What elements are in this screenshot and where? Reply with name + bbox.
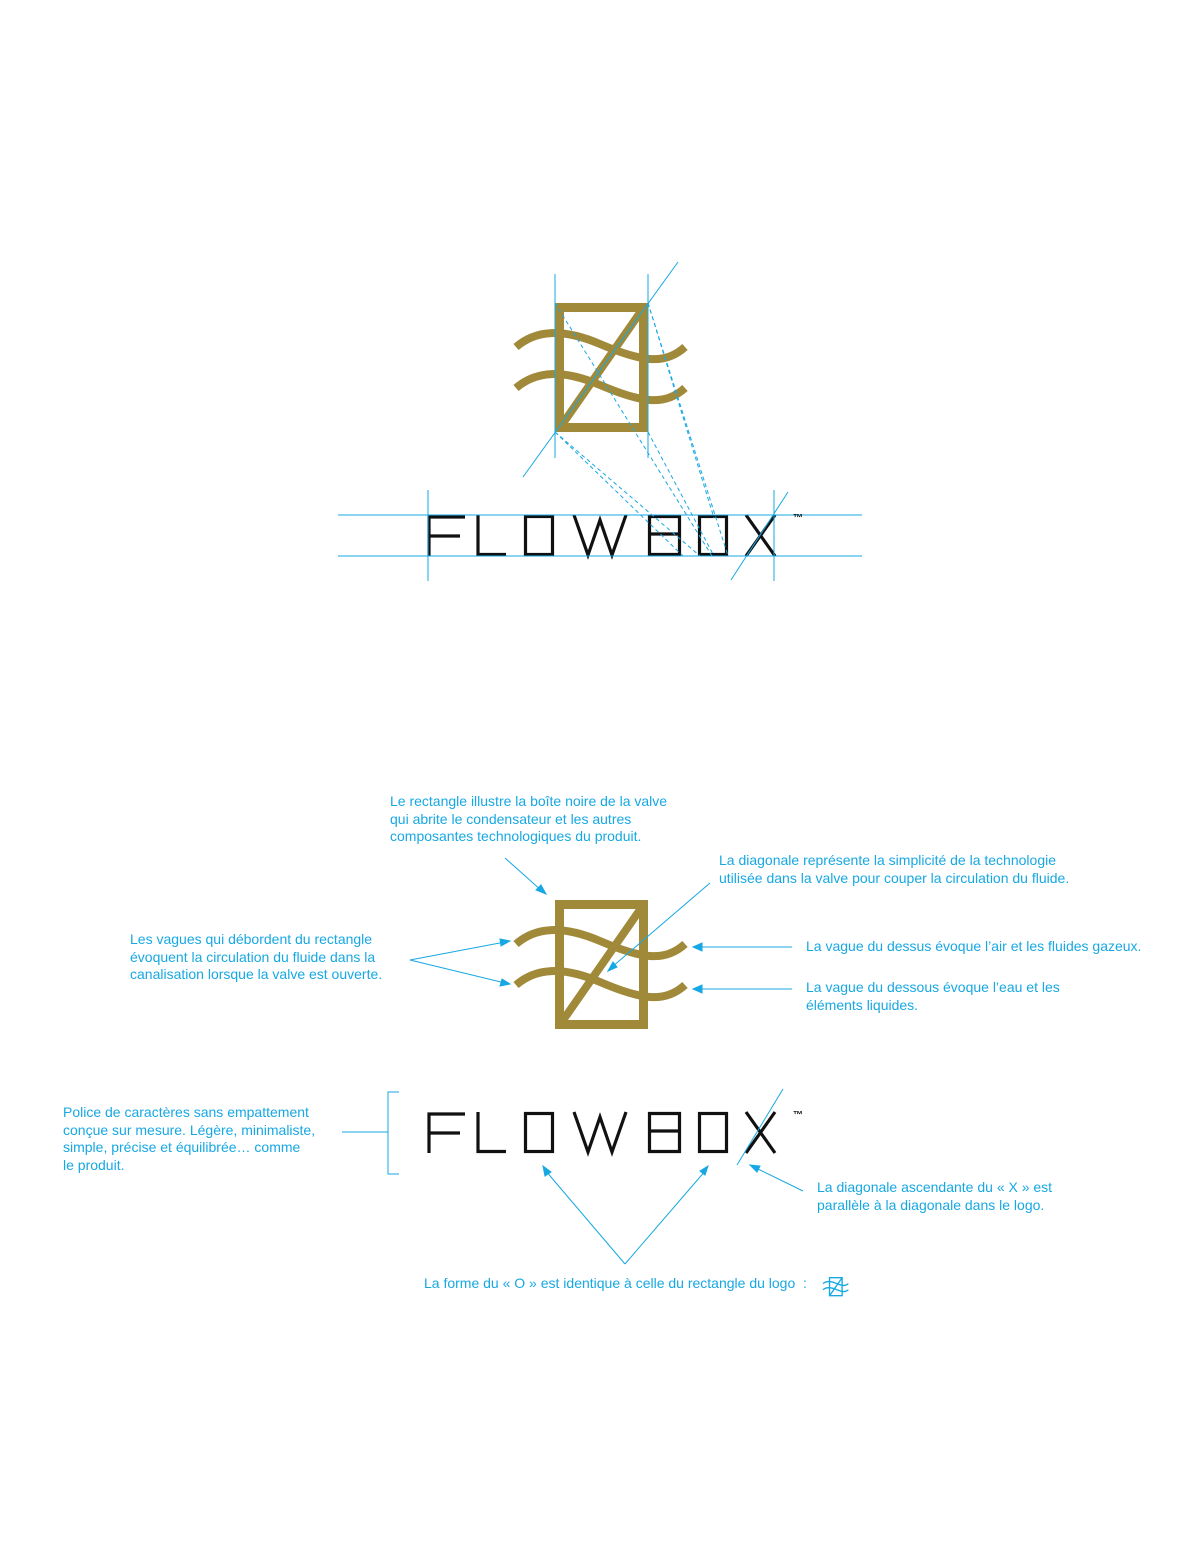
annotated-logo	[427, 904, 784, 1166]
wordmark	[427, 1110, 777, 1155]
wordmark	[427, 513, 777, 558]
annotation-bottom-wave: La vague du dessous évoque l’eau et les …	[806, 979, 1060, 1013]
annotation-diagonal: La diagonale représente la simplicité de…	[719, 852, 1070, 886]
construction-logo	[338, 261, 862, 581]
annotation-arrows	[342, 857, 804, 1265]
mini-logo-icon	[822, 1277, 849, 1297]
annotation-waves: Les vagues qui débordent du rectangle év…	[130, 931, 383, 982]
annotation-top-wave: La vague du dessus évoque l’air et les f…	[806, 938, 1142, 954]
annotation-typeface: Police de caractères sans empattement co…	[63, 1104, 316, 1173]
annotation-rectangle: Le rectangle illustre la boîte noire de …	[390, 793, 668, 844]
logo-symbol	[516, 307, 685, 429]
annotation-o-shape: La forme du « O » est identique à celle …	[424, 1275, 807, 1291]
trademark: ™	[793, 513, 803, 524]
construction-guides	[338, 261, 862, 581]
logo-symbol	[516, 904, 685, 1026]
annotation-x-diagonal: La diagonale ascendante du « X » est par…	[817, 1179, 1053, 1213]
trademark: ™	[793, 1110, 803, 1121]
